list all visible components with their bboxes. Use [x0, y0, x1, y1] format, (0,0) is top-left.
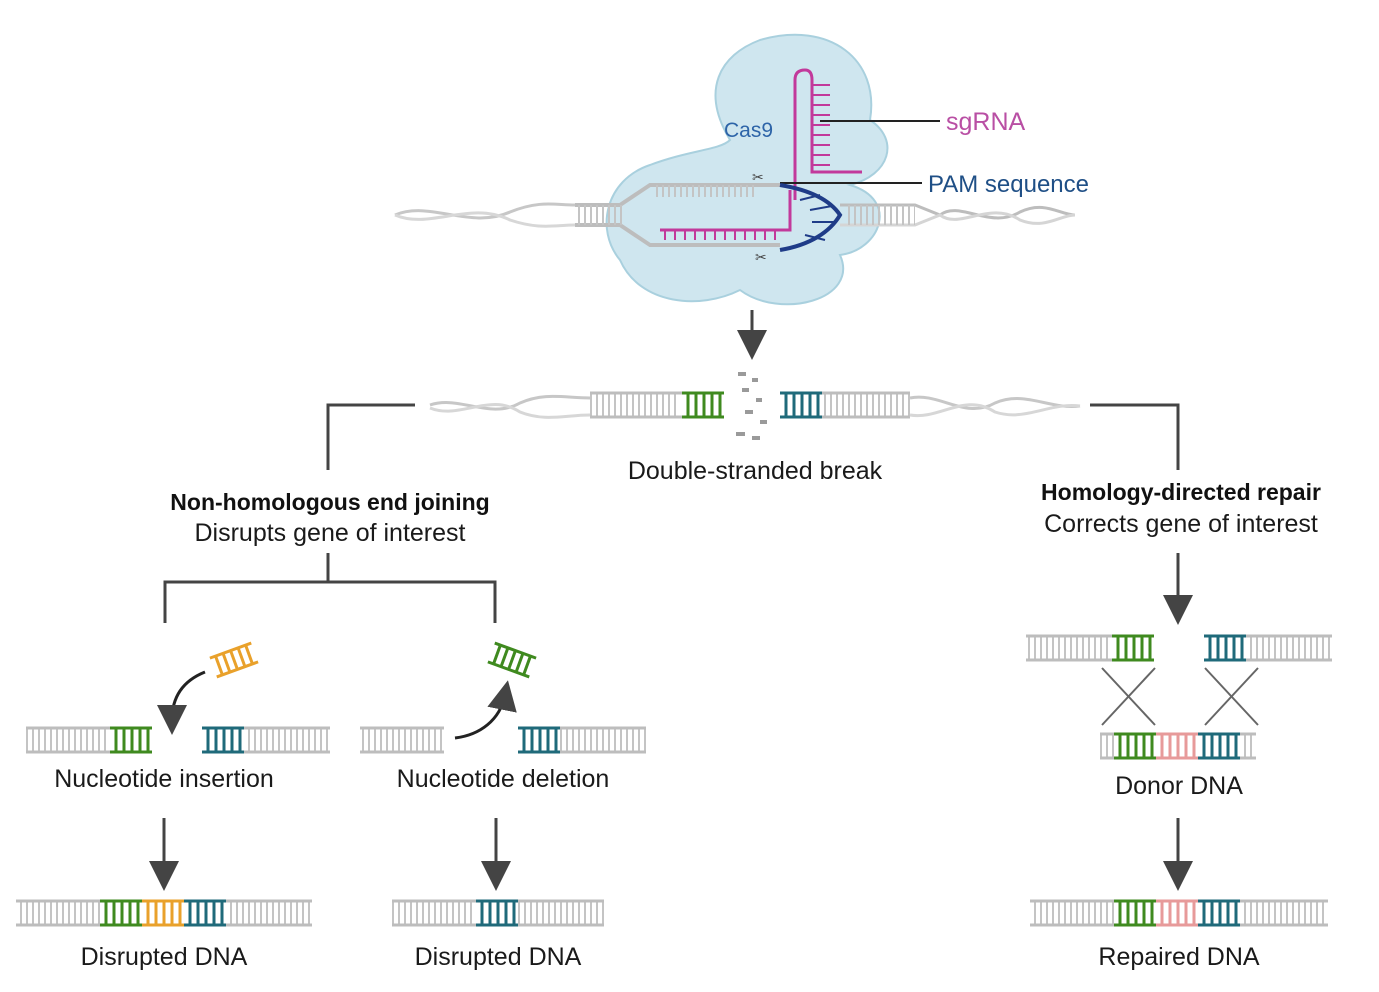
sgrna-label: sgRNA	[946, 108, 1026, 136]
pam-label: PAM sequence	[928, 171, 1089, 198]
donor-label: Donor DNA	[1115, 772, 1243, 800]
deletion-panel	[360, 641, 646, 754]
scissors-icon-top: ✂	[752, 169, 764, 185]
deletion-label: Nucleotide deletion	[397, 765, 610, 793]
nhej-title: Non-homologous end joining	[170, 489, 489, 515]
disrupted-label-1: Disrupted DNA	[81, 943, 248, 971]
break-fragments	[736, 372, 767, 440]
branch-connectors	[163, 403, 1180, 623]
scissors-icon-bottom: ✂	[755, 249, 767, 265]
hdr-subtitle: Corrects gene of interest	[1044, 510, 1318, 538]
repaired-label: Repaired DNA	[1098, 943, 1260, 971]
hdr-broken-dna	[1026, 634, 1332, 662]
green-fragment	[487, 641, 537, 679]
disrupted-dna-1	[16, 899, 312, 927]
orange-fragment	[209, 641, 259, 679]
green-segment	[682, 391, 724, 419]
insertion-panel	[26, 641, 330, 754]
sgrna-hairpin	[793, 68, 862, 200]
disrupted-label-2: Disrupted DNA	[415, 943, 582, 971]
cas9-label: Cas9	[724, 119, 773, 142]
donor-dna	[1100, 732, 1256, 760]
cas9-protein	[605, 33, 889, 306]
break-dna	[429, 372, 1081, 440]
insertion-label: Nucleotide insertion	[54, 765, 274, 793]
hdr-title: Homology-directed repair	[1041, 479, 1321, 505]
cas9-complex: Cas9 sgRNA PAM sequence	[394, 33, 1089, 306]
teal-segment	[780, 391, 822, 419]
nhej-subtitle: Disrupts gene of interest	[195, 519, 466, 547]
repaired-dna	[1030, 899, 1328, 927]
disrupted-dna-2	[392, 899, 604, 927]
dsb-label: Double-stranded break	[628, 457, 883, 485]
crossover-lines	[1101, 667, 1259, 726]
target-dna: ✂ ✂	[394, 169, 1076, 265]
